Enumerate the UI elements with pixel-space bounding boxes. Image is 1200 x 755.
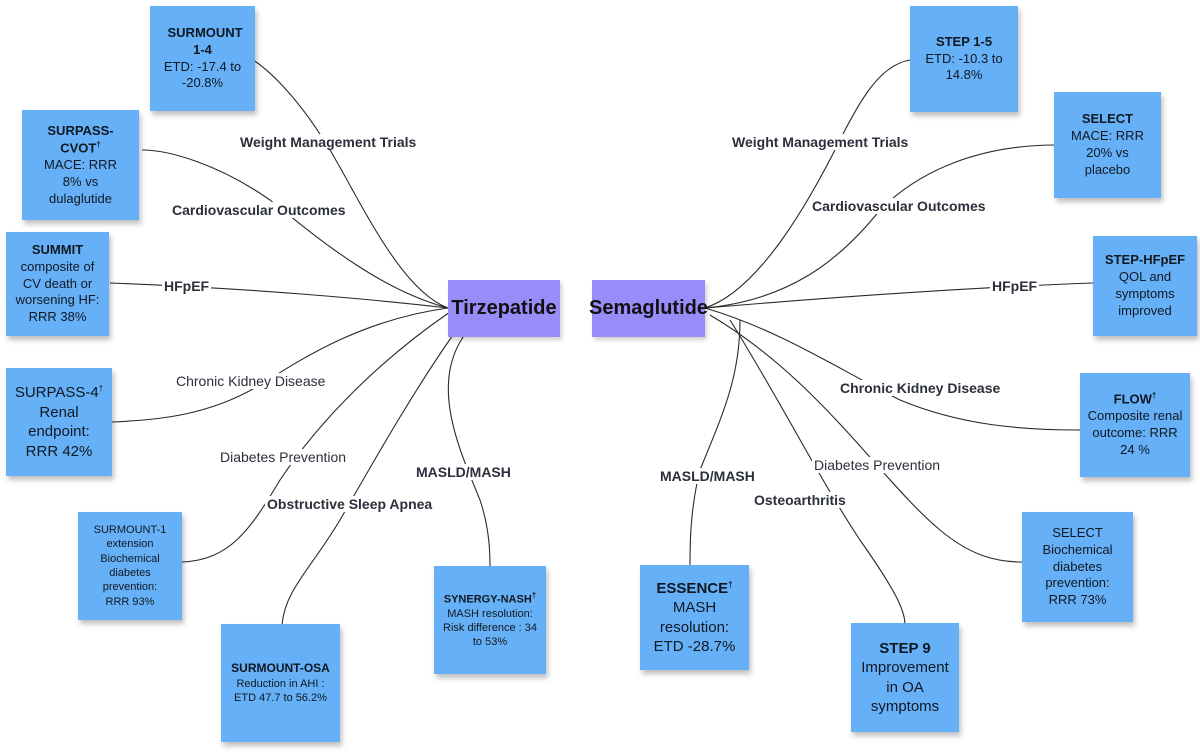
sema-branch-cv: Cardiovascular Outcomes (810, 198, 988, 214)
note-body: MACE: RRR 20% vs placebo (1071, 128, 1144, 177)
note-title: SURMOUNT 1-4 (167, 24, 243, 57)
note-body: Composite renal outcome: RRR 24 % (1087, 408, 1183, 458)
sema-branch-dp: Diabetes Prevention (812, 457, 943, 473)
note-body: Reduction in AHI : ETD 47.7 to 56.2% (234, 677, 327, 704)
tirz-branch-ckd: Chronic Kidney Disease (174, 373, 328, 389)
note-summit: SUMMIT composite of CV death or worsenin… (6, 232, 109, 336)
note-essence: ESSENCE† MASH resolution: ETD -28.7% (640, 565, 749, 670)
note-title: SURMOUNT-OSA (231, 660, 330, 675)
note-title: SURPASS-4 (14, 384, 99, 401)
note-body: Renal endpoint: RRR 42% (25, 403, 93, 460)
dagger-mark: † (531, 590, 537, 600)
dagger-mark: † (1151, 391, 1157, 401)
note-body: QOL and symptoms improved (1115, 269, 1175, 318)
tirz-branch-dp: Diabetes Prevention (218, 449, 349, 465)
sema-branch-mash: MASLD/MASH (658, 468, 757, 484)
edge-sema-oa (729, 319, 906, 626)
tirz-branch-hfpef: HFpEF (162, 278, 212, 294)
note-title: STEP-HFpEF (1104, 252, 1186, 268)
note-step15: STEP 1-5 ETD: -10.3 to 14.8% (910, 6, 1018, 112)
edge-tirz-dp (181, 311, 451, 563)
note-title: FLOW (1113, 391, 1152, 407)
edge-sema-dp (709, 314, 1023, 563)
note-surmount-osa: SURMOUNT-OSA Reduction in AHI : ETD 47.7… (221, 624, 340, 742)
note-surpass-cvot: SURPASS-CVOT† MACE: RRR 8% vs dulaglutid… (22, 110, 139, 220)
note-title: STEP 9 (879, 639, 931, 657)
note-surmount1-extension: SURMOUNT-1 extension Biochemical diabete… (78, 512, 182, 620)
note-step-hfpef: STEP-HFpEF QOL and symptoms improved (1093, 236, 1197, 336)
note-synergy-nash: SYNERGY-NASH† MASH resolution: Risk diff… (434, 566, 546, 674)
dagger-mark: † (728, 579, 733, 589)
note-title: SELECT (1081, 111, 1134, 127)
note-body: MASH resolution: ETD -28.7% (653, 599, 736, 655)
note-body: SELECT Biochemical diabetes prevention: … (1042, 524, 1113, 608)
note-body: Improvement in OA symptoms (861, 659, 949, 715)
sema-branch-hfpef: HFpEF (990, 278, 1040, 294)
note-select-dp: SELECT Biochemical diabetes prevention: … (1022, 512, 1133, 622)
edge-tirz-hfpef (109, 282, 449, 309)
sema-branch-ckd: Chronic Kidney Disease (838, 380, 1003, 396)
note-title: STEP 1-5 (935, 33, 993, 49)
edge-tirz-weight (249, 57, 449, 309)
edge-sema-mash (689, 319, 741, 566)
note-flow: FLOW† Composite renal outcome: RRR 24 % (1080, 373, 1190, 477)
edge-sema-ckd (704, 307, 1081, 431)
note-step9: STEP 9 Improvement in OA symptoms (851, 623, 959, 732)
tirzepatide-title: Tirzepatide (451, 297, 557, 319)
note-body: composite of CV death or worsening HF: R… (15, 258, 100, 325)
note-body: MASH resolution: Risk difference : 34 to… (443, 607, 537, 649)
note-body: ETD: -17.4 to -20.8% (163, 58, 242, 91)
note-title: ESSENCE (656, 579, 729, 597)
note-title: SUMMIT (31, 241, 84, 257)
dagger-mark: † (96, 139, 101, 149)
tirzepatide-node: Tirzepatide (448, 280, 560, 337)
dagger-mark: † (98, 384, 104, 393)
note-select: SELECT MACE: RRR 20% vs placebo (1054, 92, 1161, 198)
note-surmount: SURMOUNT 1-4 ETD: -17.4 to -20.8% (150, 6, 255, 111)
tirz-branch-mash: MASLD/MASH (414, 464, 513, 480)
sema-branch-weight: Weight Management Trials (730, 134, 911, 150)
tirz-branch-cv: Cardiovascular Outcomes (170, 202, 348, 218)
tirz-branch-weight: Weight Management Trials (238, 134, 419, 150)
note-surpass4: SURPASS-4† Renal endpoint: RRR 42% (6, 368, 112, 476)
note-title: SYNERGY-NASH (443, 593, 532, 606)
tirz-branch-osa: Obstructive Sleep Apnea (265, 496, 435, 512)
note-body: MACE: RRR 8% vs dulaglutide (44, 156, 117, 206)
note-title: SURPASS-CVOT (47, 122, 114, 155)
semaglutide-node: Semaglutide (589, 280, 708, 337)
note-body: ETD: -10.3 to 14.8% (925, 50, 1003, 83)
note-body: SURMOUNT-1 extension Biochemical diabete… (93, 524, 167, 608)
sema-branch-oa: Osteoarthritis (752, 492, 848, 508)
edge-tirz-mash (447, 317, 491, 569)
semaglutide-title: Semaglutide (589, 297, 708, 319)
edge-tirz-ckd (111, 307, 449, 423)
edge-sema-step15 (704, 59, 911, 309)
